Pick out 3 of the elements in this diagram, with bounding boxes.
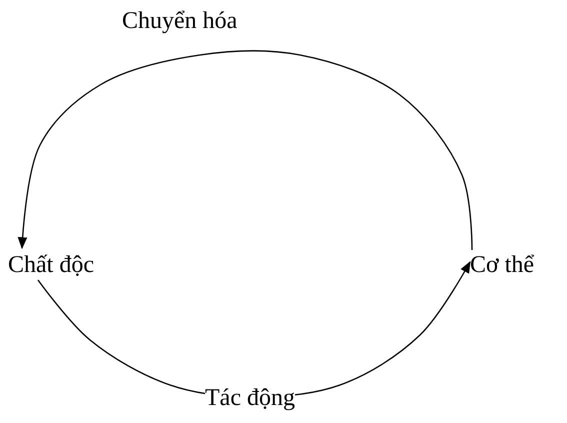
curved-arrow [18, 50, 473, 250]
node-label: Chất độc [8, 252, 94, 278]
node-label: Cơ thể [470, 252, 534, 278]
